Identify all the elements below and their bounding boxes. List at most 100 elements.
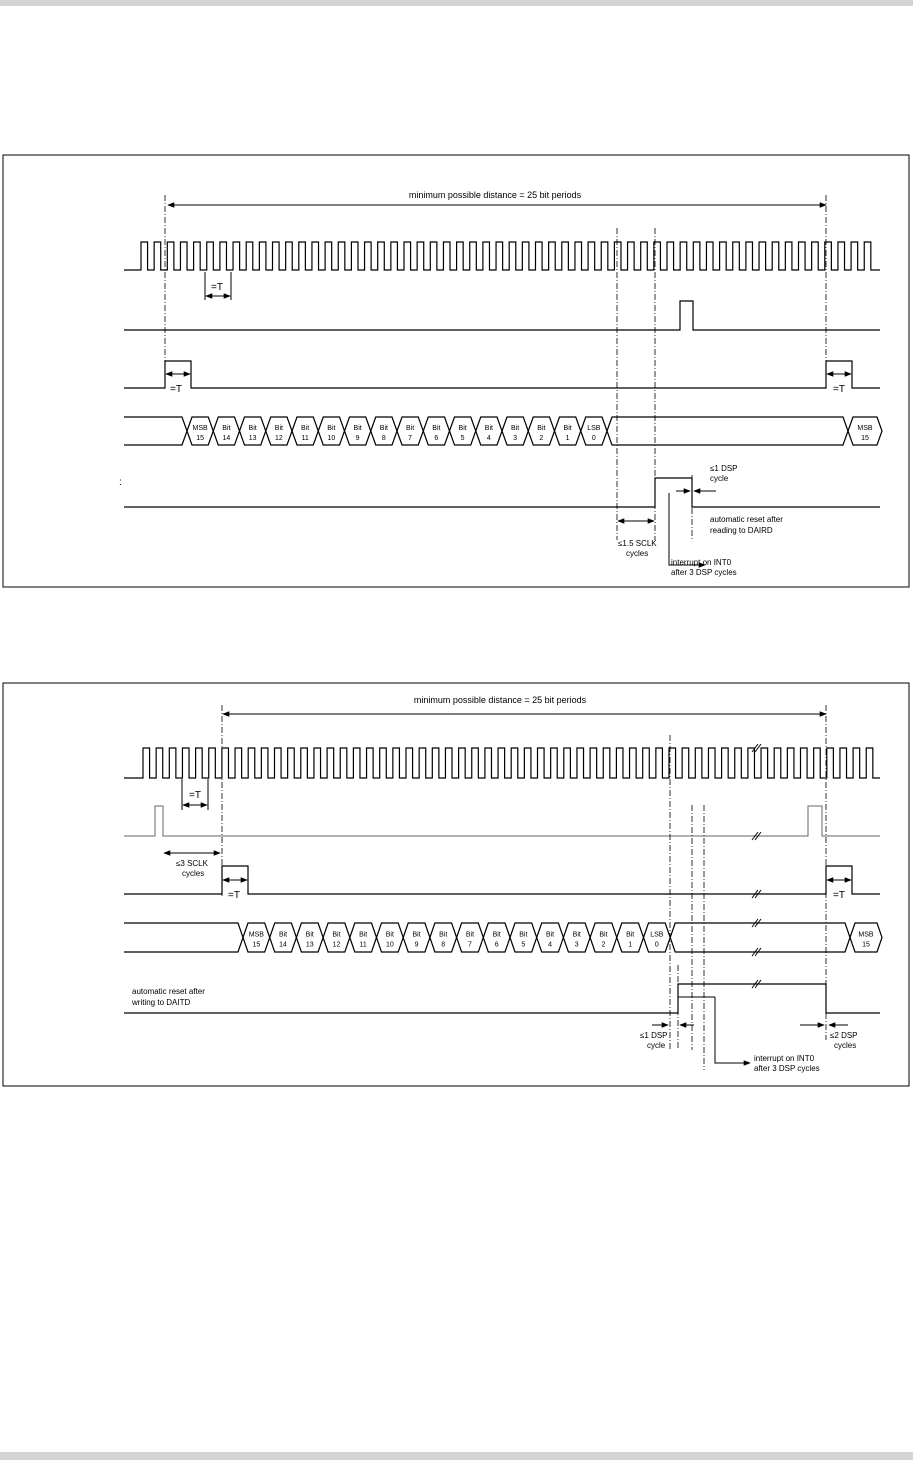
tx-bit-number: 4 bbox=[548, 942, 552, 949]
tx-bit-label: Bit bbox=[359, 932, 367, 939]
tx-bit-number: 10 bbox=[386, 942, 394, 949]
rx-bit-label: Bit bbox=[537, 425, 545, 432]
top-rule bbox=[0, 0, 913, 6]
axis-break-marks bbox=[751, 743, 762, 989]
rx-bit-number: 1 bbox=[566, 435, 570, 442]
tx-bit-label: Bit bbox=[626, 932, 634, 939]
rx-bit-number: 2 bbox=[539, 435, 543, 442]
frame-sync-waveform bbox=[124, 360, 880, 389]
rx-bit-label: MSB bbox=[193, 425, 209, 432]
tx-bit-number: 0 bbox=[655, 942, 659, 949]
rx-bit-number: 4 bbox=[487, 435, 491, 442]
rx-bit-number: 14 bbox=[222, 435, 230, 442]
rx-bit-number: 6 bbox=[434, 435, 438, 442]
rx-bit-cell: Bit 1 bbox=[553, 416, 582, 446]
interrupt-note-2-line2: after 3 DSP cycles bbox=[754, 1064, 820, 1073]
status-flag-waveform bbox=[124, 477, 880, 508]
break-mark bbox=[751, 947, 762, 957]
reset-note-line2: reading to DAIRD bbox=[710, 526, 773, 535]
receive-timing-diagram: minimum possible distance = 25 bit perio… bbox=[2, 154, 910, 588]
rx-bit-number: 9 bbox=[356, 435, 360, 442]
tx-bus-idle-start bbox=[124, 922, 244, 953]
tx-bit-cell: Bit 6 bbox=[482, 922, 511, 953]
tx-bit-label: Bit bbox=[599, 932, 607, 939]
dsp1-note-line2: cycle bbox=[647, 1041, 666, 1050]
tx-bit-label: Bit bbox=[439, 932, 447, 939]
rx-bit-number: 12 bbox=[275, 435, 283, 442]
rx-bit-label: Bit bbox=[432, 425, 440, 432]
rx-bit-label: Bit bbox=[327, 425, 335, 432]
fs-label-2: =T bbox=[228, 890, 240, 901]
sclk-note-line1: ≤1.5 SCLK bbox=[618, 539, 657, 548]
fs-label: =T bbox=[170, 384, 182, 395]
distance-label: minimum possible distance = 25 bit perio… bbox=[409, 190, 582, 200]
break-mark bbox=[751, 743, 762, 753]
tx-bit-number: 5 bbox=[521, 942, 525, 949]
rx-bit-cell: Bit 2 bbox=[527, 416, 556, 446]
rx-bit-number: 8 bbox=[382, 435, 386, 442]
status-flag-waveform-2 bbox=[124, 983, 880, 1014]
tx-bit-number: 6 bbox=[495, 942, 499, 949]
tx-bit-label: Bit bbox=[306, 932, 314, 939]
period-label-2: =T bbox=[189, 790, 201, 801]
tx-bit-cell: Bit 4 bbox=[536, 922, 565, 953]
tx-bit-cell: LSB 0 bbox=[642, 922, 671, 953]
rx-bit-cell: Bit 12 bbox=[265, 416, 293, 446]
dsp1-note-line1: ≤1 DSP bbox=[640, 1031, 668, 1040]
rx-bit-label: Bit bbox=[249, 425, 257, 432]
rx-bit-label: Bit bbox=[459, 425, 467, 432]
tx-bit-label: Bit bbox=[493, 932, 501, 939]
distance-label-2: minimum possible distance = 25 bit perio… bbox=[414, 695, 587, 705]
dsp-cycle-line2: cycle bbox=[710, 474, 729, 483]
rx-bit-label: Bit bbox=[564, 425, 572, 432]
rx-bit-label: Bit bbox=[406, 425, 414, 432]
dai-line-pulses bbox=[124, 805, 880, 837]
diagram1-frame bbox=[2, 154, 910, 588]
tx-bit-number: 12 bbox=[333, 942, 341, 949]
rx-end-bit-label: MSB bbox=[857, 425, 873, 432]
rx-bus-idle-start bbox=[124, 416, 188, 446]
rx-bit-cell: Bit 4 bbox=[475, 416, 503, 446]
tx-bit-number: 3 bbox=[575, 942, 579, 949]
tx-bit-cell: Bit 11 bbox=[349, 922, 378, 953]
fs-label-end: =T bbox=[833, 384, 845, 395]
reset-note-2-line2: writing to DAITD bbox=[131, 998, 190, 1007]
data-bus-waveform-2: MSB15Bit14Bit13Bit12Bit11Bit10Bit9Bit8Bi… bbox=[124, 922, 883, 953]
dsp-cycle-line1: ≤1 DSP bbox=[710, 464, 738, 473]
interrupt-note-line1: interrupt on INT0 bbox=[671, 558, 732, 567]
break-mark bbox=[751, 889, 762, 899]
rx-bit-label: Bit bbox=[485, 425, 493, 432]
rx-bit-label: Bit bbox=[275, 425, 283, 432]
tx-bit-number: 11 bbox=[360, 942, 367, 949]
sclk-note-2-line2: cycles bbox=[182, 869, 204, 878]
frame-sync-waveform-2 bbox=[124, 865, 880, 895]
tx-bit-label: Bit bbox=[279, 932, 287, 939]
rx-bus-idle-mid bbox=[606, 416, 849, 446]
tx-bit-cell: Bit 12 bbox=[322, 922, 351, 953]
tx-bit-label: LSB bbox=[650, 932, 664, 939]
sclk-note-2-line1: ≤3 SCLK bbox=[176, 859, 209, 868]
rx-bit-number: 10 bbox=[327, 435, 335, 442]
rx-bit-label: LSB bbox=[587, 425, 601, 432]
tx-bit-label: Bit bbox=[386, 932, 394, 939]
tx-bit-label: Bit bbox=[332, 932, 340, 939]
rx-bit-label: Bit bbox=[301, 425, 309, 432]
colon-mark: : bbox=[119, 477, 122, 488]
rx-bit-label: Bit bbox=[511, 425, 519, 432]
break-mark bbox=[751, 979, 762, 989]
tx-bit-label: Bit bbox=[546, 932, 554, 939]
dsp2-note-line2: cycles bbox=[834, 1041, 856, 1050]
sclk-clock-waveform-2 bbox=[124, 747, 880, 779]
